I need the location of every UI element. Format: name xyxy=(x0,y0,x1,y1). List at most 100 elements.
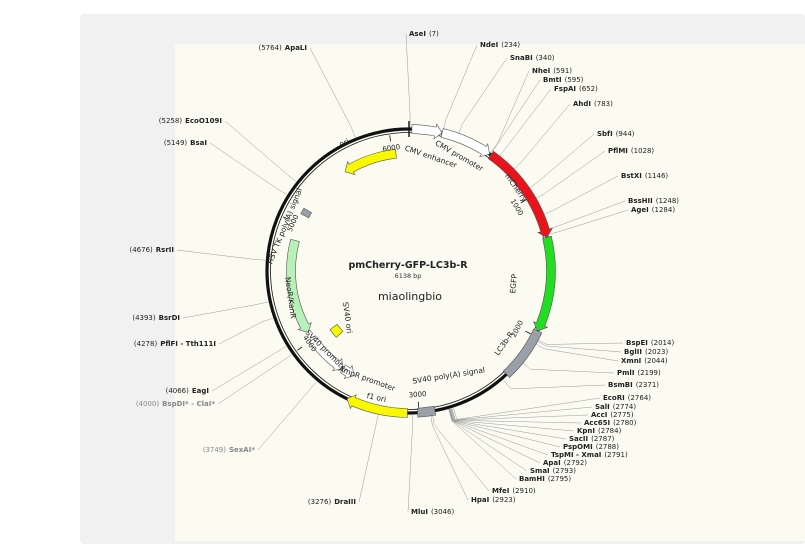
site-name: BamHI xyxy=(519,475,545,483)
site-label-mlui[interactable]: MluI(3046) xyxy=(411,508,454,516)
site-pos: (2371) xyxy=(636,381,660,389)
site-leader-ecoo109i xyxy=(224,120,297,182)
feature-f1-ori[interactable] xyxy=(346,394,408,418)
site-pos: (2023) xyxy=(645,348,669,356)
site-pos: (1146) xyxy=(645,172,669,180)
site-label-xmni[interactable]: XmnI(2044) xyxy=(621,357,668,365)
site-leader-ndei xyxy=(442,44,478,132)
site-label-smai[interactable]: SmaI(2793) xyxy=(530,467,576,475)
site-leader-pflmi xyxy=(533,150,606,200)
site-name: ApaLI xyxy=(285,44,307,52)
tick-label: 2000 xyxy=(510,319,525,339)
site-pos: (2788) xyxy=(596,443,620,451)
site-leader-agei xyxy=(548,209,629,235)
site-label-ahdi[interactable]: AhdI(783) xyxy=(573,100,613,108)
site-leader-ecori xyxy=(453,397,601,420)
site-label-bsshii[interactable]: BssHII(1248) xyxy=(628,197,679,205)
site-pos: (7) xyxy=(429,30,439,38)
site-label-snabi[interactable]: SnaBI(340) xyxy=(510,54,555,62)
site-label-acci[interactable]: AccI(2775) xyxy=(591,411,634,419)
site-leader-mfei xyxy=(432,413,490,492)
site-label-bmti[interactable]: BmtI(595) xyxy=(543,76,584,84)
site-label-rsrii[interactable]: (4676)RsrII xyxy=(130,246,175,254)
feature-ori[interactable] xyxy=(344,148,397,176)
site-pos: (4000) xyxy=(136,400,160,408)
site-label-tsp[interactable]: TspMI - XmaI(2791) xyxy=(551,451,628,459)
site-pos: (2793) xyxy=(553,467,577,475)
site-name: BspDI* - ClaI* xyxy=(162,400,215,408)
site-label-kpni[interactable]: KpnI(2784) xyxy=(577,427,622,435)
site-label-hpai[interactable]: HpaI(2923) xyxy=(471,496,516,504)
site-label-eagi[interactable]: (4066)EagI xyxy=(166,387,209,395)
site-name: BstXI xyxy=(621,172,642,180)
site-label-ecoo109i[interactable]: (5258)EcoO109I xyxy=(159,117,222,125)
site-label-ndei[interactable]: NdeI(234) xyxy=(480,41,520,49)
site-label-bglii[interactable]: BglII(2023) xyxy=(624,348,669,356)
site-label-bspdi[interactable]: (4000)BspDI* - ClaI* xyxy=(136,400,216,408)
site-name: AgeI xyxy=(631,206,649,214)
site-label-bamhi[interactable]: BamHI(2795) xyxy=(519,475,571,483)
feature-lc3b-r[interactable] xyxy=(502,328,543,378)
feature-sv40-promoter[interactable] xyxy=(308,336,344,372)
site-pos: (2791) xyxy=(604,451,628,459)
site-name: BssHII xyxy=(628,197,653,205)
site-name: MluI xyxy=(411,508,428,516)
site-label-saci[interactable]: SacII(2787) xyxy=(569,435,615,443)
site-pos: (2792) xyxy=(564,459,588,467)
site-label-bstxi[interactable]: BstXI(1146) xyxy=(621,172,668,180)
site-label-bsrdi[interactable]: (4393)BsrDI xyxy=(132,314,180,322)
site-name: KpnI xyxy=(577,427,595,435)
site-pos: (5149) xyxy=(164,139,188,147)
feature-label-hsv-tk: HSV TK poly(A) signal xyxy=(265,187,304,266)
site-name: TspMI - XmaI xyxy=(551,451,601,459)
site-leader-snabi xyxy=(457,57,508,136)
site-label-pflfi[interactable]: (4278)PflFI - Tth111I xyxy=(134,340,216,348)
site-label-mfei[interactable]: MfeI(2910) xyxy=(492,487,536,495)
site-label-psp[interactable]: PspOMI(2788) xyxy=(563,443,619,451)
site-name: EcoO109I xyxy=(185,117,222,125)
site-label-nhei[interactable]: NheI(591) xyxy=(532,67,572,75)
feature-label-sv40-polya: SV40 poly(A) signal xyxy=(412,365,486,385)
site-label-sexai[interactable]: (3749)SexAI* xyxy=(203,446,256,454)
site-leader-bspei xyxy=(535,338,624,345)
site-label-acc65i[interactable]: Acc65I(2780) xyxy=(584,419,637,427)
site-name: XmnI xyxy=(621,357,641,365)
site-name: PflFI - Tth111I xyxy=(160,340,216,348)
site-name: SacII xyxy=(569,435,588,443)
site-label-fspai[interactable]: FspAI(652) xyxy=(554,85,598,93)
site-label-bspei[interactable]: BspEI(2014) xyxy=(626,339,674,347)
site-name: BsrDI xyxy=(159,314,180,322)
feature-hsv-tk[interactable] xyxy=(300,207,313,219)
site-pos: (3276) xyxy=(308,498,332,506)
site-label-apali[interactable]: (5764)ApaLI xyxy=(259,44,308,52)
feature-neor-kanr[interactable] xyxy=(286,238,312,333)
site-label-ecori[interactable]: EcoRI(2764) xyxy=(603,394,651,402)
site-leader-acci xyxy=(451,408,589,421)
site-leader-bamhi xyxy=(448,409,517,480)
site-leader-mlui xyxy=(407,414,413,513)
site-name: PmlI xyxy=(617,369,634,377)
feature-cmv-promoter[interactable] xyxy=(440,128,490,158)
feature-egfp[interactable] xyxy=(533,235,556,332)
feature-mcherry[interactable] xyxy=(487,150,553,238)
site-label-asei[interactable]: AseI(7) xyxy=(409,30,439,38)
site-pos: (2910) xyxy=(512,487,536,495)
site-name: SbfI xyxy=(597,130,613,138)
site-label-agei[interactable]: AgeI(1284) xyxy=(631,206,675,214)
feature-sv40-polya[interactable] xyxy=(416,405,437,418)
site-label-draiii[interactable]: (3276)DraIII xyxy=(308,498,356,506)
site-label-apai[interactable]: ApaI(2792) xyxy=(543,459,587,467)
feature-sv40-ori[interactable] xyxy=(329,323,344,338)
tick-mark xyxy=(282,216,289,220)
site-name: BglII xyxy=(624,348,642,356)
site-label-sali[interactable]: SalI(2774) xyxy=(595,403,636,411)
site-leader-hpai xyxy=(430,413,469,501)
site-label-bsmbi[interactable]: BsmBI(2371) xyxy=(608,381,659,389)
feature-cmv-enhancer[interactable] xyxy=(411,123,443,140)
site-label-sbfi[interactable]: SbfI(944) xyxy=(597,130,635,138)
site-name: MfeI xyxy=(492,487,509,495)
site-label-pflmi[interactable]: PflMI(1028) xyxy=(608,147,654,155)
site-label-pmli[interactable]: PmlI(2199) xyxy=(617,369,661,377)
site-label-bsai[interactable]: (5149)BsaI xyxy=(164,139,207,147)
site-name: BmtI xyxy=(543,76,562,84)
